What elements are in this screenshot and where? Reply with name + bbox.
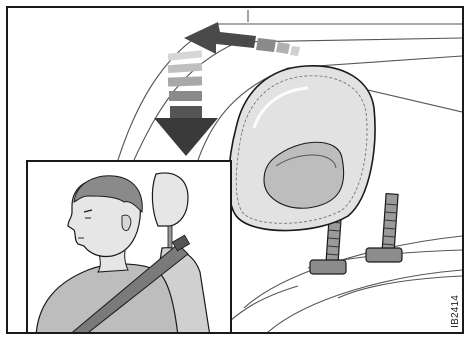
illustration-frame: IB2414 xyxy=(6,6,464,334)
seat-back xyxy=(218,236,462,332)
occupant-illustration xyxy=(28,162,230,334)
headrest-cushion xyxy=(229,66,375,231)
inset-panel xyxy=(26,160,232,334)
figure-code: IB2414 xyxy=(450,295,461,328)
occupant-body xyxy=(36,246,178,334)
down-arrow-icon xyxy=(154,50,218,156)
occupant-head xyxy=(68,176,142,257)
